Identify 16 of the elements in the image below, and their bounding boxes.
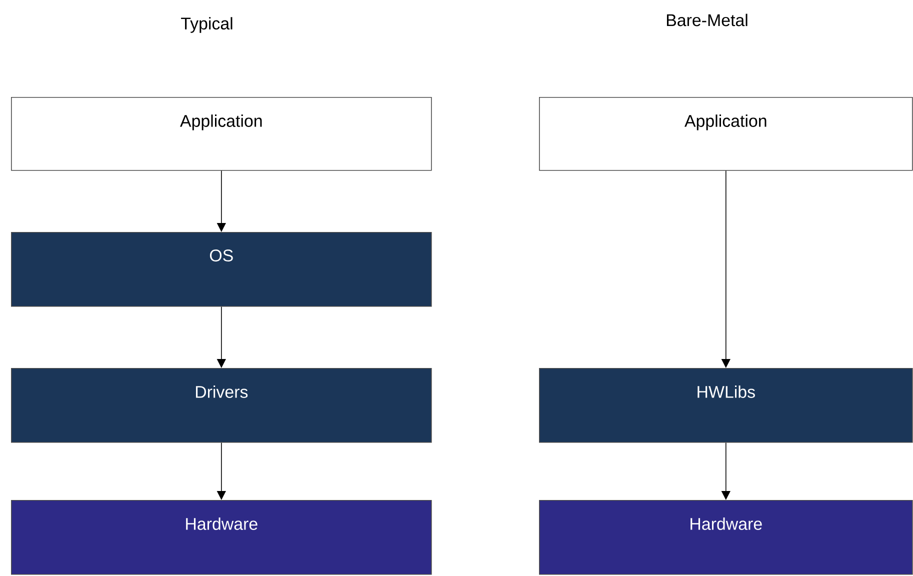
column-heading: Typical (181, 17, 232, 33)
node-label: Drivers (196, 386, 248, 398)
layer-box (11, 232, 432, 307)
column-heading: Bare-Metal (666, 14, 748, 26)
node-label: Application (180, 114, 262, 130)
node-label: OS (210, 250, 233, 262)
layer-box (11, 368, 432, 443)
node-label: Hardware (186, 518, 258, 530)
layer-box (539, 500, 913, 575)
node-label: Hardware (690, 518, 762, 530)
layer-box (539, 368, 913, 443)
node-label: HWLibs (698, 386, 755, 398)
layer-box (539, 97, 913, 171)
node-label: Application (684, 114, 766, 130)
layer-box (11, 97, 432, 171)
layer-box (11, 500, 432, 575)
